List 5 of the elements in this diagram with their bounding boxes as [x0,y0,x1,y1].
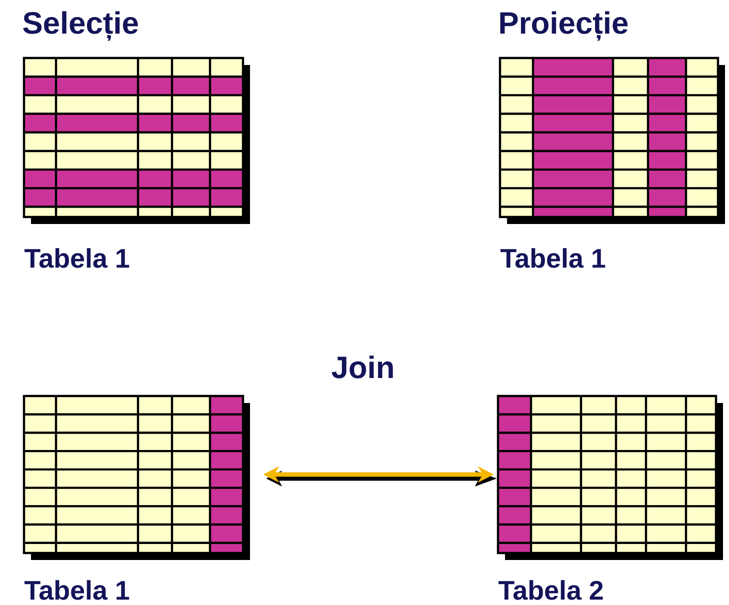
table-caption: Tabela 1 [500,248,606,268]
table-caption: Tabela 2 [498,580,603,600]
section-title: Join [332,356,393,378]
table-caption: Tabela 1 [24,248,130,268]
table-caption: Tabela 1 [24,580,130,600]
